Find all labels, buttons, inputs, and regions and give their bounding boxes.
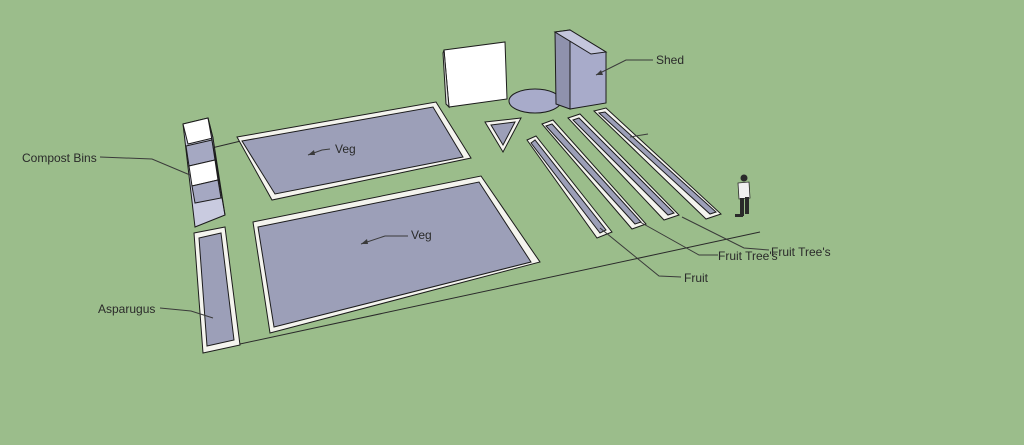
leader-arrowheads [308, 70, 603, 244]
label-fruit-trees-2: Fruit Tree's [771, 245, 831, 259]
compost-bins[interactable] [182, 117, 226, 228]
leader-veg-bottom [360, 235, 408, 245]
label-compost-bins: Compost Bins [22, 151, 97, 165]
site-boundary-line [202, 231, 761, 353]
fruit-tree-bed-3[interactable] [593, 107, 722, 220]
leader-lines [99, 59, 770, 319]
person-figure [735, 174, 751, 217]
label-veg-top: Veg [335, 142, 356, 156]
leader-shed [595, 59, 653, 76]
label-fruit-trees-1: Fruit Tree's [718, 249, 778, 263]
label-veg-bottom: Veg [411, 228, 432, 242]
label-fruit: Fruit [684, 271, 708, 285]
round-patio[interactable] [508, 88, 562, 114]
fruit-bed[interactable] [526, 135, 613, 239]
label-asparugus: Asparugus [98, 302, 156, 316]
leader-stub [629, 133, 649, 138]
veg-bed-top[interactable] [236, 101, 472, 201]
leader-compost-bins [99, 156, 191, 176]
fruit-tree-bed-2[interactable] [567, 113, 680, 221]
shed[interactable] [553, 29, 608, 110]
asparagus-bed[interactable] [193, 226, 241, 354]
veg-bed-bottom[interactable] [252, 175, 541, 334]
leader-fruit-trees-2 [681, 216, 770, 251]
leader-fruit-trees-1 [639, 221, 718, 256]
leader-asparugus [159, 307, 214, 319]
triangle-bed[interactable] [484, 117, 522, 154]
label-shed: Shed [656, 53, 685, 67]
leader-fruit [599, 227, 682, 278]
wall-panel[interactable] [442, 41, 508, 109]
